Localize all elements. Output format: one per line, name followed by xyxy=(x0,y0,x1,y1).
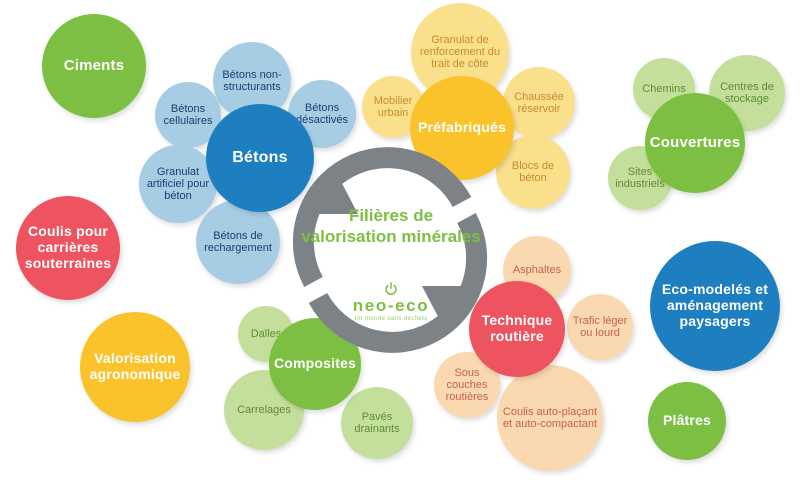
bubble-betons-cellulaires-label: Bétons cellulaires xyxy=(163,102,213,127)
bubble-valorisation-agronomique[interactable]: Valorisation agronomique xyxy=(80,312,190,422)
bubble-sous-couches-routieres-label: Sous couches routières xyxy=(445,366,489,404)
bubble-valorisation-agronomique-label: Valorisation agronomique xyxy=(89,350,181,382)
logo-tagline: Un monde sans déchets xyxy=(354,316,428,322)
bubble-betons-rechargement-label: Bétons de rechargement xyxy=(204,229,272,254)
bubble-coulis-carrieres[interactable]: Coulis pour carrières souterraines xyxy=(16,196,120,300)
bubble-granulat-artificiel[interactable]: Granulat artificiel pour béton xyxy=(139,145,217,223)
bubble-trafic-leger-ou-lourd[interactable]: Trafic léger ou lourd xyxy=(567,294,633,360)
bubble-couvertures[interactable]: Couvertures xyxy=(645,93,745,193)
bubble-platres-label: Plâtres xyxy=(662,412,712,429)
bubble-sites-industriels-label: Sites industriels xyxy=(615,165,665,190)
circular-arrows-icon xyxy=(292,147,488,353)
bubble-betons-non-structurants-label: Bétons non-structurants xyxy=(222,68,282,93)
bubble-platres[interactable]: Plâtres xyxy=(648,382,726,460)
bubble-technique-routiere-label: Technique routière xyxy=(481,312,553,344)
center-title: Filières de valorisation minérales xyxy=(300,206,482,247)
center-title-line1: Filières de xyxy=(348,206,434,225)
neo-eco-logo: neo-eco Un monde sans déchets xyxy=(318,282,464,322)
bubble-asphaltes-label: Asphaltes xyxy=(512,263,562,276)
bubble-betons[interactable]: Bétons xyxy=(206,104,314,212)
bubble-couvertures-label: Couvertures xyxy=(649,133,741,151)
bubble-carrelages-label: Carrelages xyxy=(237,403,291,416)
power-icon xyxy=(385,282,397,295)
bubble-granulat-renforcement-label: Granulat de renforcement du trait de côt… xyxy=(419,33,501,71)
bubble-eco-modeles-label: Eco-modelés et aménagement paysagers xyxy=(661,281,769,329)
bubble-coulis-auto-placant-label: Coulis auto-plaçant et auto-compactant xyxy=(502,405,598,430)
bubble-chaussee-reservoir[interactable]: Chaussée réservoir xyxy=(503,67,575,139)
bubble-betons-label: Bétons xyxy=(232,149,288,167)
bubble-betons-rechargement[interactable]: Bétons de rechargement xyxy=(196,200,280,284)
bubble-ciments-label: Ciments xyxy=(63,56,125,74)
bubble-centres-de-stockage-label: Centres de stockage xyxy=(720,80,774,105)
bubble-composites-label: Composites xyxy=(273,355,357,372)
bubble-composites[interactable]: Composites xyxy=(269,318,361,410)
bubble-coulis-auto-placant[interactable]: Coulis auto-plaçant et auto-compactant xyxy=(497,365,603,471)
bubble-eco-modeles[interactable]: Eco-modelés et aménagement paysagers xyxy=(650,241,780,371)
center-title-line3: minérales xyxy=(401,226,481,246)
bubble-dalles-label: Dalles xyxy=(250,327,282,340)
logo-wordmark: neo-eco xyxy=(352,296,430,315)
bubble-trafic-leger-ou-lourd-label: Trafic léger ou lourd xyxy=(572,314,628,339)
bubble-chemins-label: Chemins xyxy=(642,82,686,95)
bubble-ciments[interactable]: Ciments xyxy=(42,14,146,118)
bubble-technique-routiere[interactable]: Technique routière xyxy=(469,281,565,377)
bubble-granulat-artificiel-label: Granulat artificiel pour béton xyxy=(146,165,210,203)
bubble-chaussee-reservoir-label: Chaussée réservoir xyxy=(514,90,564,115)
bubble-paves-drainants-label: Pavés drainants xyxy=(354,410,400,435)
bubble-prefabriques-label: Préfabriqués xyxy=(418,119,506,136)
bubble-blocs-de-beton-label: Blocs de béton xyxy=(511,159,555,184)
bubble-betons-desactives-label: Bétons désactivés xyxy=(296,101,348,126)
bubble-paves-drainants[interactable]: Pavés drainants xyxy=(341,387,413,459)
bubble-coulis-carrieres-label: Coulis pour carrières souterraines xyxy=(24,223,112,271)
bubble-mobilier-urbain-label: Mobilier urbain xyxy=(373,94,413,119)
center-title-line2: valorisation xyxy=(301,226,397,246)
